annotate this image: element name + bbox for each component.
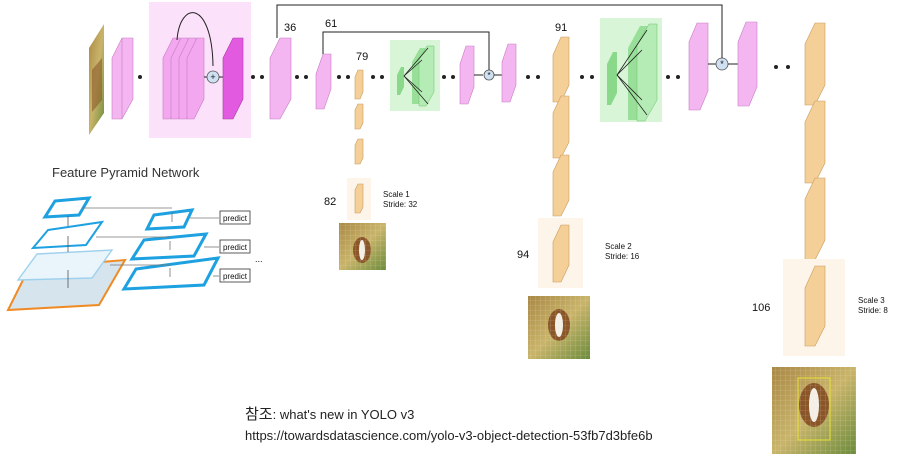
route-connection-36 (276, 4, 723, 58)
layer-94 (552, 224, 570, 283)
scale-2-output-image (528, 296, 590, 359)
fpn-predict-box-1 (219, 210, 251, 225)
fpn-diagram: predict predict predict ... (6, 196, 263, 312)
layer-94-label: 94 (517, 249, 529, 261)
input-image (89, 24, 104, 135)
scale-3-column (783, 22, 845, 356)
scale-2-name: Scale 2 (605, 242, 632, 251)
fpn-predict-label-1: predict (223, 214, 248, 223)
reference-block: 참조: what's new in YOLO v3 https://toward… (245, 404, 653, 446)
ellipsis-dots (337, 75, 350, 79)
upsample-layer-2 (688, 22, 709, 111)
scale-1-stride: Stride: 32 (383, 200, 418, 209)
residual-output-layer (222, 37, 244, 120)
layer-82-label: 82 (324, 196, 336, 208)
residual-stack (162, 37, 205, 120)
layer-36 (269, 37, 292, 120)
reference-lead: 참조 (245, 405, 273, 423)
layer-91 (552, 36, 570, 103)
ellipsis-dots (526, 75, 540, 79)
reference-line: 참조: what's new in YOLO v3 (245, 404, 653, 425)
layer-106-label: 106 (752, 302, 770, 314)
fpn-title: Feature Pyramid Network (52, 165, 200, 180)
layer-36-label: 36 (284, 22, 296, 34)
reference-url[interactable]: https://towardsdatascience.com/yolo-v3-o… (245, 428, 653, 443)
fpn-predict-box-3 (219, 268, 251, 283)
skip-connection-arc (176, 12, 214, 67)
scale-1-name: Scale 1 (383, 190, 410, 199)
layer-61 (315, 53, 332, 110)
layer-82 (354, 183, 364, 214)
layer-106 (804, 265, 826, 347)
scale-2-stride: Stride: 16 (605, 252, 640, 261)
upsample-layer (459, 45, 475, 105)
ellipsis-dots (580, 75, 594, 79)
ellipsis-dots (442, 75, 455, 79)
ellipsis-dots (251, 75, 264, 79)
concat-output-layer-2 (737, 21, 758, 107)
ellipsis-dots (295, 75, 308, 79)
scale-3-stride: Stride: 8 (858, 306, 888, 315)
ellipsis-dots (774, 65, 790, 69)
fpn-ellipsis: ... (255, 254, 263, 264)
layer-79 (354, 69, 364, 100)
layer-91-label: 91 (555, 22, 567, 34)
scale-3-output-image (772, 367, 856, 454)
concat-output-layer (501, 43, 517, 103)
svg-text:+: + (210, 72, 215, 82)
fpn-predict-label-2: predict (223, 243, 248, 252)
fpn-predict-box-2 (219, 239, 251, 254)
scale-2-column (538, 95, 583, 288)
scale-1-column (347, 103, 371, 220)
layer-61-label: 61 (325, 18, 337, 30)
conv-layer (111, 37, 134, 120)
ellipsis-dots (371, 75, 384, 79)
layer-79-label: 79 (356, 51, 368, 63)
svg-text:*: * (720, 59, 724, 69)
fpn-predict-label-3: predict (223, 272, 248, 281)
svg-text:*: * (487, 71, 490, 80)
scale-3-name: Scale 3 (858, 296, 885, 305)
scale-1-output-image (339, 223, 386, 270)
route-connection-61 (322, 31, 490, 70)
ellipsis-dots (666, 75, 680, 79)
reference-text: : what's new in YOLO v3 (272, 407, 415, 422)
